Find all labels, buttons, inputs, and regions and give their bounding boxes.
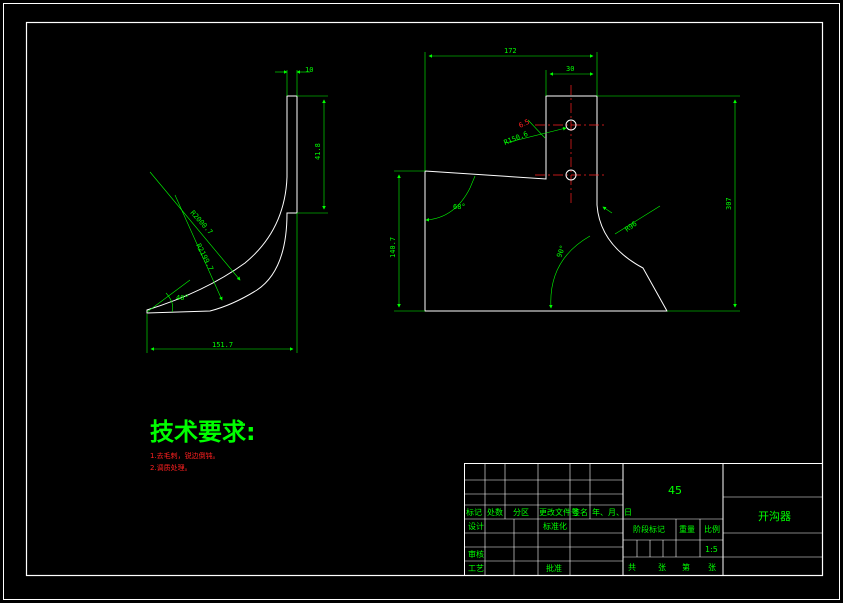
tb-sheets-index-prefix: 第 (682, 562, 690, 572)
right-dim-overall-height: 307 (725, 197, 733, 210)
tb-stage-label: 阶段标记 (633, 524, 665, 534)
left-dim-height: 41.8 (314, 143, 322, 160)
left-dim-thickness: 10 (305, 66, 313, 74)
tb-part-name: 开沟器 (758, 510, 791, 523)
left-view: 10 41.8 R2000.7 R2199.7 40° 151.7 (146, 66, 328, 353)
tb-header-mark: 标记 (466, 507, 482, 517)
left-dim-width: 151.7 (212, 341, 233, 349)
sheet-outer-border (3, 3, 840, 600)
tb-row-process: 工艺 (468, 564, 484, 573)
right-dim-radius-notch: R96 (624, 220, 639, 234)
left-dim-radius-inner: R2199.7 (194, 242, 215, 272)
right-dim-angle-right: 90° (555, 244, 567, 259)
right-dim-left-height: 140.7 (389, 237, 397, 258)
notes-item-1: 1.去毛刺，锐边倒钝。 (150, 451, 220, 460)
right-view: 172 30 6.5 R150.6 307 140.7 68° 90° R96 (389, 47, 740, 312)
tb-header-count: 处数 (487, 507, 503, 517)
right-dim-angle-left: 68° (453, 203, 466, 211)
tb-sheets-total-suffix: 张 (658, 563, 666, 572)
mounting-hole-lower (565, 169, 577, 181)
left-dim-angle: 40° (176, 294, 189, 302)
notes-heading: 技术要求: (150, 418, 256, 446)
left-part-outline (146, 95, 298, 314)
tb-material: 45 (668, 484, 682, 497)
tb-header-sign: 签名 (572, 507, 588, 517)
tb-sheets-total-prefix: 共 (628, 563, 636, 572)
tb-header-date: 年、月、日 (592, 507, 632, 517)
drawing-frame (25, 21, 824, 577)
tb-header-change-doc: 更改文件号 (539, 507, 579, 517)
title-block: 标记 处数 分区 更改文件号 签名 年、月、日 设计 标准化 审核 工艺 批准 … (464, 463, 823, 576)
right-dim-tab-width: 30 (566, 65, 574, 73)
notes-item-2: 2.调质处理。 (150, 463, 192, 472)
tb-row-review: 审核 (468, 549, 484, 559)
tb-row-standardization: 标准化 (543, 521, 567, 531)
tb-scale-value: 1:5 (705, 545, 718, 554)
tb-row-design: 设计 (468, 521, 484, 531)
mounting-hole-upper (565, 119, 577, 131)
tb-header-zone: 分区 (513, 508, 529, 517)
right-dim-hole-pitch: R150.6 (503, 130, 529, 147)
technical-notes: 技术要求: 1.去毛刺，锐边倒钝。 2.调质处理。 (150, 418, 256, 472)
tb-weight-label: 重量 (679, 524, 695, 534)
tb-sheets-index-suffix: 张 (708, 563, 716, 572)
right-dim-hole-dia: 6.5 (517, 118, 530, 130)
right-part-outline (424, 95, 668, 312)
tb-scale-label: 比例 (704, 524, 720, 534)
right-dim-overall-width: 172 (504, 47, 517, 55)
tb-row-approve: 批准 (546, 563, 562, 573)
